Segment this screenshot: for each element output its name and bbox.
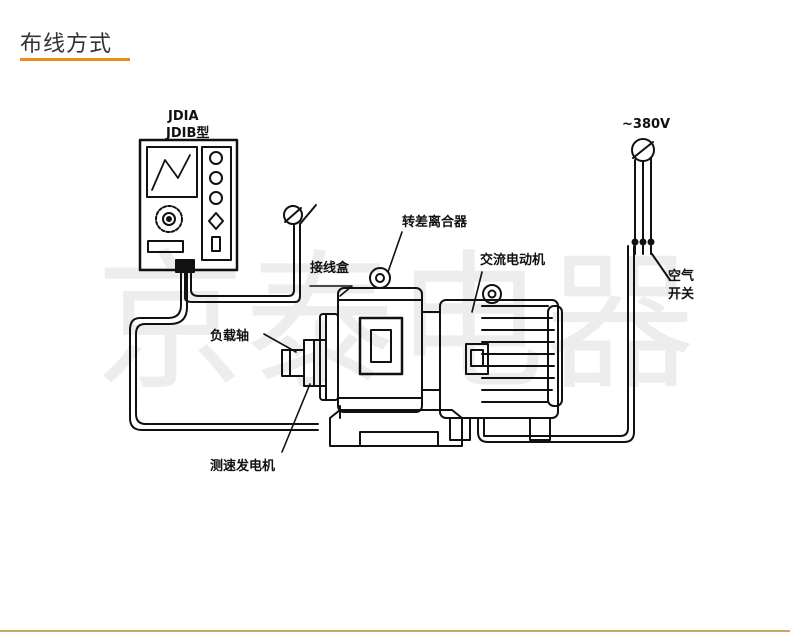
title-underline bbox=[20, 58, 130, 61]
power-cable bbox=[477, 245, 635, 443]
label-ac-motor: 交流电动机 bbox=[480, 252, 545, 268]
indicator-light-icon bbox=[209, 191, 223, 205]
label-air-switch-2: 开关 bbox=[668, 286, 694, 302]
diagram-labels: JDIA JDIB型 转差离合器 接线盒 交流电动机 负载轴 测速发电机 ~38… bbox=[165, 109, 694, 474]
label-tachogenerator: 测速发电机 bbox=[210, 458, 275, 474]
label-junction-box: 接线盒 bbox=[310, 260, 350, 276]
label-air-switch-1: 空气 bbox=[668, 268, 694, 284]
header: 布线方式 bbox=[0, 0, 790, 70]
tacho-cable bbox=[129, 271, 319, 431]
meter-gauge-icon bbox=[146, 146, 198, 198]
control-cable-top bbox=[184, 204, 317, 303]
section-title: 布线方式 bbox=[20, 32, 113, 57]
speed-knob-icon bbox=[155, 205, 183, 233]
ac-motor bbox=[439, 284, 563, 441]
footer-line bbox=[0, 630, 790, 632]
indicator-light-icon bbox=[209, 171, 223, 185]
leader-lines bbox=[263, 231, 483, 453]
controller-model-2: JDIB型 bbox=[165, 125, 209, 141]
fuse-icon bbox=[211, 236, 221, 252]
label-load-shaft: 负载轴 bbox=[210, 328, 249, 344]
label-voltage: ~380V bbox=[622, 117, 670, 132]
control-panel bbox=[201, 146, 232, 261]
air-switch bbox=[631, 138, 671, 281]
controller-model-1: JDIA bbox=[167, 109, 199, 124]
indicator-light-icon bbox=[209, 151, 223, 165]
base-frame bbox=[329, 405, 463, 447]
switch-icon bbox=[208, 212, 224, 230]
speed-controller bbox=[138, 138, 239, 273]
ammeter-icon bbox=[283, 205, 303, 225]
label-differential-clutch: 转差离合器 bbox=[402, 214, 468, 230]
